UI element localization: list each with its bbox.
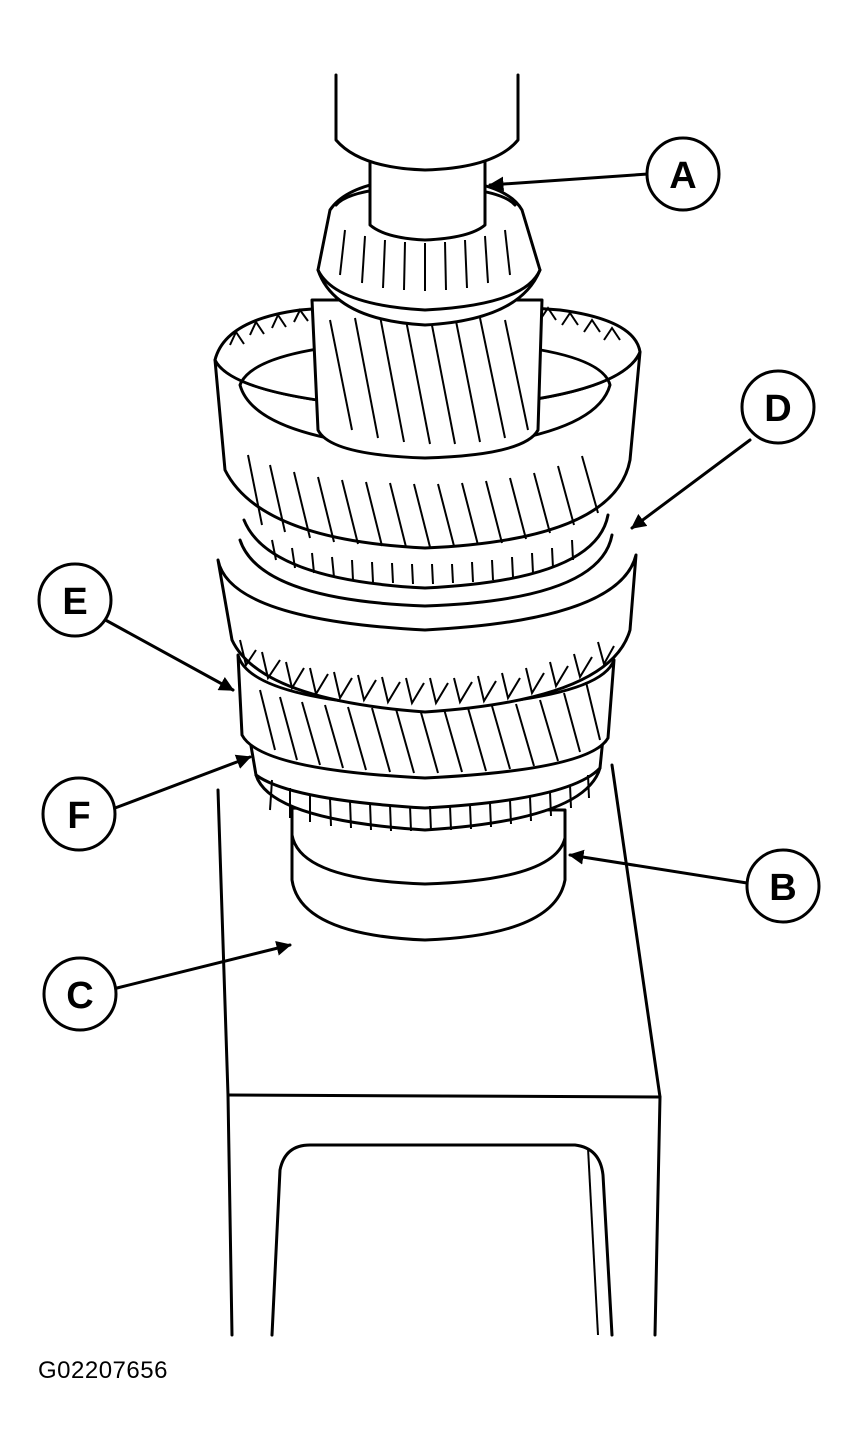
pinion-shaft [310, 298, 544, 460]
leader-e [98, 615, 235, 692]
callout-a-label: A [669, 155, 696, 197]
leader-lines [98, 172, 752, 990]
callout-b-label: B [769, 867, 796, 909]
leader-f [113, 754, 252, 810]
callout-d-label: D [764, 388, 791, 430]
callout-c-label: C [66, 975, 93, 1017]
leader-d [630, 438, 752, 530]
callout-d: D [740, 369, 816, 445]
large-spur-gear [216, 513, 638, 714]
leader-c [115, 940, 292, 990]
support-cylinder [290, 806, 567, 942]
callout-c: C [42, 956, 118, 1032]
callout-f: F [41, 776, 117, 852]
callout-e-label: E [62, 581, 87, 623]
callout-a: A [645, 136, 721, 212]
leader-a [488, 172, 650, 192]
press-support-stand [216, 763, 662, 1337]
leader-b [568, 849, 749, 885]
callout-b: B [745, 848, 821, 924]
callout-f-label: F [67, 795, 90, 837]
figure-id: G02207656 [38, 1357, 168, 1384]
callout-e: E [37, 562, 113, 638]
press-ram [334, 73, 520, 242]
